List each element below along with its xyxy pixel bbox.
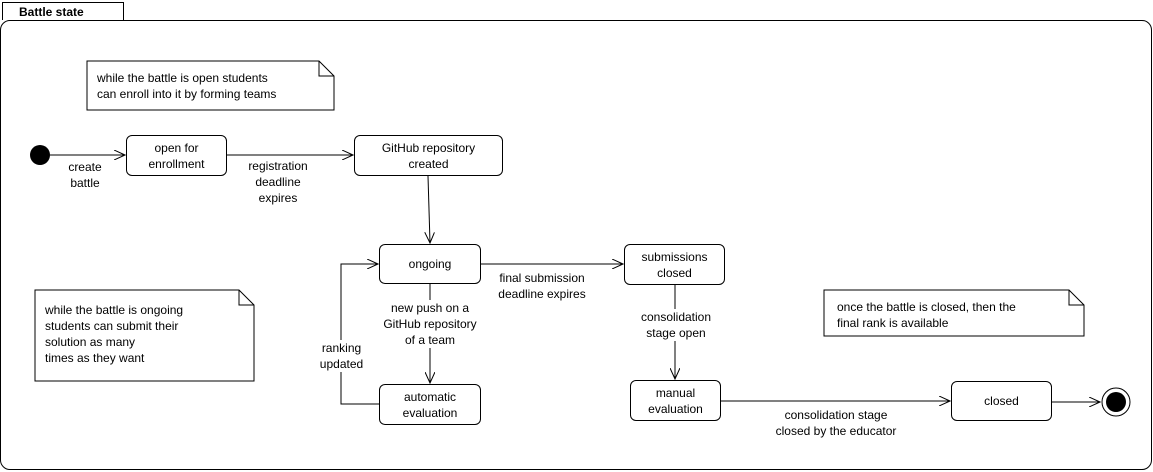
note-enrollment: while the battle is open students can en…	[97, 71, 277, 101]
state-closed: closed	[951, 381, 1052, 421]
note-fold-closed	[1068, 290, 1084, 306]
initial-node	[30, 145, 50, 165]
label-consolidation-closed: consolidation stage closed by the educat…	[758, 407, 914, 439]
arrow-repo-to-ongoing	[428, 175, 430, 243]
note-closed: once the battle is closed, then the fina…	[837, 300, 1016, 330]
state-automatic-evaluation: automatic evaluation	[379, 384, 481, 425]
diagram-frame	[0, 20, 1152, 470]
note-fold-ongoing	[238, 290, 254, 306]
label-final-submission: final submission deadline expires	[486, 270, 598, 302]
label-create-battle: create battle	[58, 159, 112, 191]
note-shape-enrollment	[86, 60, 335, 111]
frame-title: Battle state	[2, 2, 124, 20]
label-new-push: new push on a GitHub repository of a tea…	[368, 300, 492, 348]
note-shape-ongoing	[34, 289, 255, 382]
note-ongoing: while the battle is ongoing students can…	[45, 303, 184, 365]
state-open-for-enrollment: open for enrollment	[126, 135, 227, 176]
arrow-ranking-updated	[340, 264, 379, 405]
state-submissions-closed: submissions closed	[624, 244, 725, 285]
label-ranking-updated: ranking updated	[310, 340, 373, 372]
note-shape-closed	[823, 289, 1085, 337]
final-node-inner	[1106, 392, 1126, 412]
label-registration-deadline: registration deadline expires	[236, 158, 320, 206]
note-fold-enrollment	[318, 61, 334, 77]
state-manual-evaluation: manual evaluation	[630, 380, 721, 421]
state-github-repository-created: GitHub repository created	[354, 135, 503, 176]
label-consolidation-open: consolidation stage open	[628, 309, 724, 341]
state-ongoing: ongoing	[379, 244, 481, 284]
